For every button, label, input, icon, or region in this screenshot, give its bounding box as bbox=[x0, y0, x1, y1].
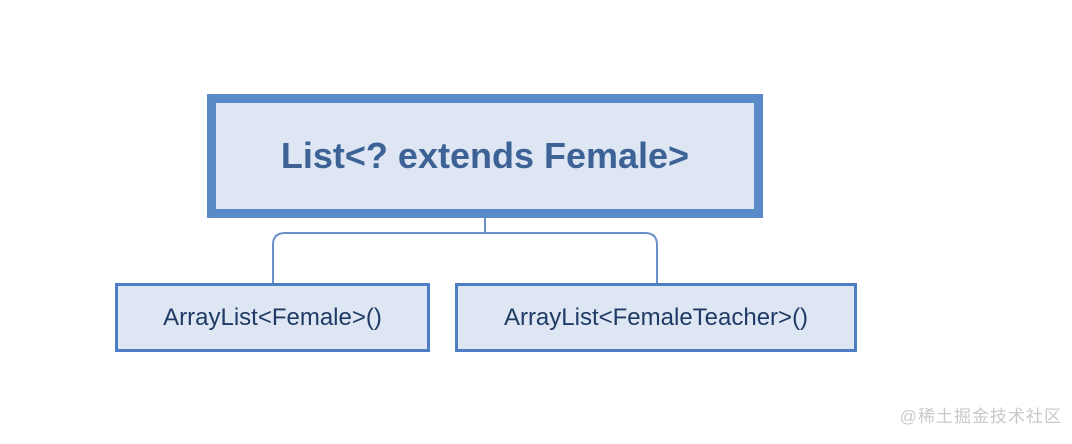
node-child-right: ArrayList<FemaleTeacher>() bbox=[455, 283, 857, 352]
watermark: @稀土掘金技术社区 bbox=[899, 407, 1062, 426]
node-parent: List<? extends Female> bbox=[207, 94, 763, 218]
node-child-right-label: ArrayList<FemaleTeacher>() bbox=[503, 303, 809, 331]
connector-bracket bbox=[272, 232, 658, 284]
node-child-left: ArrayList<Female>() bbox=[115, 283, 430, 352]
node-parent-label: List<? extends Female> bbox=[280, 135, 690, 176]
node-child-left-label: ArrayList<Female>() bbox=[163, 303, 382, 331]
